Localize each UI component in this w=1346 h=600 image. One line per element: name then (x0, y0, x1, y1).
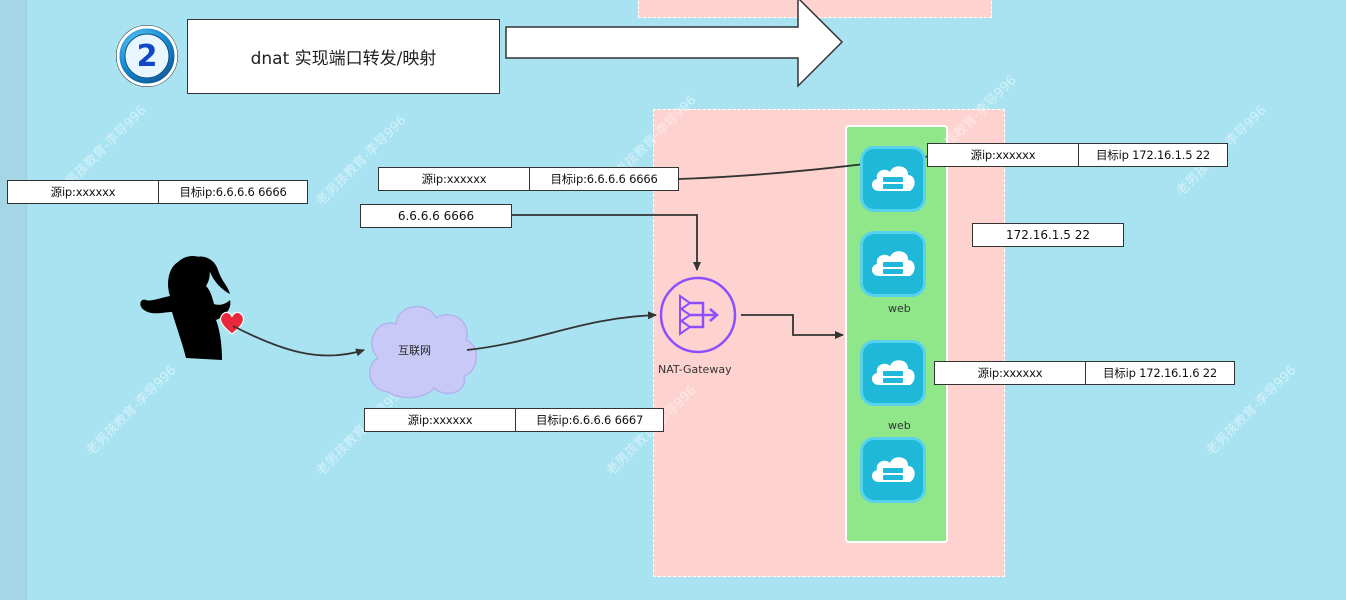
packet-client-out: 源ip:xxxxxx 目标ip:6.6.6.6 6666 (7, 180, 308, 204)
gateway-address-box: 6.6.6.6 6666 (360, 204, 512, 228)
cloud-server-icon (871, 457, 915, 482)
source-ip-cell: 源ip:xxxxxx (7, 180, 159, 204)
server1-address-text: 172.16.1.5 22 (1006, 228, 1090, 242)
connector-gateway-to-web (741, 314, 844, 339)
source-ip-cell: 源ip:xxxxxx (378, 167, 530, 191)
connector-user-to-internet (232, 325, 365, 357)
web-server-node (860, 231, 926, 297)
server1-address-box: 172.16.1.5 22 (972, 223, 1124, 247)
dest-ip-cell: 目标ip 172.16.1.6 22 (1086, 361, 1235, 385)
web-label: web (888, 302, 911, 315)
cloud-server-icon (871, 251, 915, 276)
source-ip-cell: 源ip:xxxxxx (927, 143, 1079, 167)
web-server-node (860, 146, 926, 212)
dest-ip-cell: 目标ip:6.6.6.6 6667 (516, 408, 664, 432)
user-silhouette (140, 256, 231, 360)
nat-gateway-icon (659, 276, 737, 354)
packet-to-gateway: 源ip:xxxxxx 目标ip:6.6.6.6 6666 (378, 167, 679, 191)
web-server-node (860, 437, 926, 503)
packet-to-server2: 源ip:xxxxxx 目标ip 172.16.1.6 22 (934, 361, 1235, 385)
internet-cloud (368, 305, 477, 399)
cloud-server-icon (871, 166, 915, 191)
left-panel-edge (0, 0, 27, 600)
heart-icon (219, 311, 245, 335)
connector-addr-to-gateway (512, 214, 701, 271)
title-box: dnat 实现端口转发/映射 (187, 19, 500, 94)
web-server-node (860, 340, 926, 406)
web-label: web (888, 419, 911, 432)
gateway-address-text: 6.6.6.6 6666 (397, 209, 475, 223)
cloud-server-icon (871, 360, 915, 385)
connector-internet-to-gateway (466, 311, 657, 351)
source-ip-cell: 源ip:xxxxxx (934, 361, 1086, 385)
step-number: 2 (136, 38, 158, 74)
source-ip-cell: 源ip:xxxxxx (364, 408, 516, 432)
packet-to-server1: 源ip:xxxxxx 目标ip 172.16.1.5 22 (927, 143, 1228, 167)
packet-client-alt: 源ip:xxxxxx 目标ip:6.6.6.6 6667 (364, 408, 664, 432)
dest-ip-cell: 目标ip:6.6.6.6 6666 (530, 167, 679, 191)
internet-label: 互联网 (398, 344, 431, 357)
flow-arrow (505, 0, 844, 88)
dest-ip-cell: 目标ip 172.16.1.5 22 (1079, 143, 1228, 167)
step-badge (116, 25, 178, 87)
dest-ip-cell: 目标ip:6.6.6.6 6666 (159, 180, 308, 204)
title-text: dnat 实现端口转发/映射 (250, 49, 437, 69)
gateway-label: NAT-Gateway (658, 363, 732, 376)
